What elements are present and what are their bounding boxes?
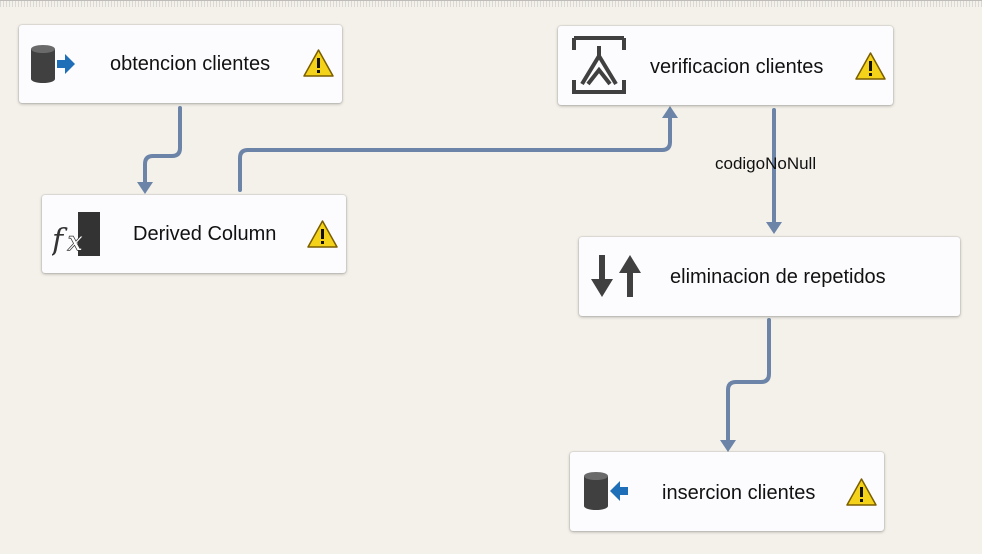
svg-text:x: x: [68, 227, 83, 257]
warning-icon[interactable]: [854, 51, 887, 81]
component-derived-column[interactable]: f x Derived Column: [42, 195, 346, 273]
database-destination-icon: [584, 472, 628, 510]
derived-column-fx-icon: f x: [52, 212, 100, 258]
component-label: eliminacion de repetidos: [670, 266, 886, 288]
flow-arrowhead: [662, 106, 678, 118]
database-source-icon: [31, 45, 75, 83]
warning-icon[interactable]: [306, 219, 339, 249]
flow-derived-to-verificacion[interactable]: [238, 112, 672, 192]
flow-eliminacion-to-insercion[interactable]: [726, 318, 771, 444]
component-eliminacion-de-repetidos[interactable]: eliminacion de repetidos: [579, 237, 960, 316]
warning-icon[interactable]: [845, 477, 878, 507]
component-insercion-clientes[interactable]: insercion clientes: [570, 452, 884, 531]
flow-obtencion-to-derived[interactable]: [143, 106, 182, 188]
flow-arrowhead: [766, 222, 782, 234]
component-obtencion-clientes[interactable]: obtencion clientes: [19, 25, 342, 103]
warning-icon[interactable]: [302, 48, 335, 78]
sort-arrows-icon: [591, 255, 641, 297]
svg-text:f: f: [52, 223, 68, 258]
conditional-split-icon: [572, 36, 626, 94]
component-verificacion-clientes[interactable]: verificacion clientes: [558, 26, 893, 105]
component-label: verificacion clientes: [650, 56, 824, 78]
component-label: insercion clientes: [662, 482, 816, 504]
component-label: Derived Column: [133, 223, 277, 245]
component-label: obtencion clientes: [110, 53, 271, 75]
canvas-top-border: [0, 0, 982, 7]
flow-arrowhead: [137, 182, 153, 194]
flow-label-codigonull[interactable]: codigoNoNull: [715, 154, 817, 173]
flow-arrowhead: [720, 440, 736, 452]
